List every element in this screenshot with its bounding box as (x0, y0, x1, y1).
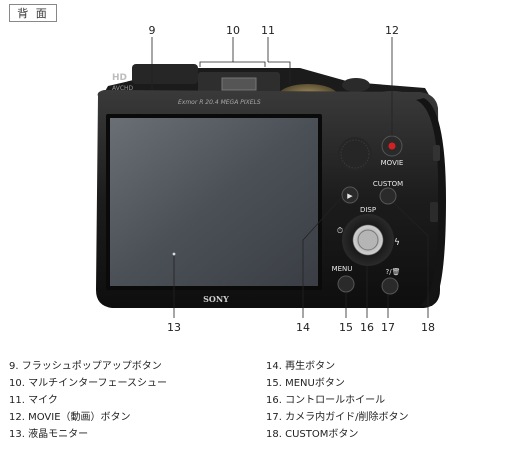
side-port (430, 202, 438, 222)
callout-18: 18 (421, 321, 435, 334)
movie-label: MOVIE (381, 159, 404, 167)
legend-item-18: 18. CUSTOMボタン (266, 429, 359, 440)
play-icon: ▶ (347, 192, 353, 200)
legend-item-17: 17. カメラ内ガイド/削除ボタン (266, 412, 409, 423)
hd-sub: AVCHD (112, 85, 134, 92)
help-delete-button[interactable] (381, 277, 399, 295)
callout-lines (151, 37, 429, 318)
menu-button[interactable] (337, 275, 355, 293)
legend-item-10: 10. マルチインターフェースシュー (9, 378, 167, 389)
strap-lug (433, 145, 440, 161)
record-dot-icon (388, 142, 396, 150)
playback-button[interactable] (341, 186, 359, 204)
lcd-callout-dot (172, 252, 176, 256)
flash-icon: ϟ (394, 238, 400, 248)
brand-logo: SONY (203, 294, 229, 304)
callout-12: 12 (385, 24, 399, 37)
legend-item-11: 11. マイク (9, 395, 58, 406)
callout-13: 13 (167, 321, 181, 334)
callout-9: 9 (149, 24, 156, 37)
menu-label: MENU (332, 265, 353, 273)
legend-left: 9. フラッシュポップアップボタン 10. マルチインターフェースシュー 11.… (9, 358, 167, 443)
legend-item-15: 15. MENUボタン (266, 378, 345, 389)
callout-17: 17 (381, 321, 395, 334)
disp-label: DISP (360, 206, 376, 214)
help-label: ?/🗑 (386, 267, 401, 276)
callout-15: 15 (339, 321, 353, 334)
legend-right: 14. 再生ボタン 15. MENUボタン 16. コントロールホイール 17.… (266, 358, 408, 443)
legend-item-16: 16. コントロールホイール (266, 395, 386, 406)
legend-item-9: 9. フラッシュポップアップボタン (9, 361, 162, 372)
view-tag: 背 面 (9, 4, 57, 22)
callout-14: 14 (296, 321, 310, 334)
flash-popup (132, 64, 198, 84)
speaker-grille (338, 137, 372, 171)
legend-item-13: 13. 液晶モニター (9, 429, 89, 440)
callout-16: 16 (360, 321, 374, 334)
callout-11: 11 (261, 24, 275, 37)
legend-item-12: 12. MOVIE（動画）ボタン (9, 412, 131, 423)
timer-icon: ⏱ (337, 226, 343, 235)
custom-label: CUSTOM (373, 180, 403, 188)
hd-badge: HD (112, 73, 127, 83)
sensor-text: Exmor R 20.4 MEGA PIXELS (178, 99, 261, 106)
shutter-button (342, 78, 370, 92)
callout-10: 10 (226, 24, 240, 37)
legend-item-14: 14. 再生ボタン (266, 361, 336, 372)
lcd-monitor (110, 118, 318, 286)
custom-button[interactable] (379, 187, 397, 205)
center-button[interactable] (357, 229, 379, 251)
